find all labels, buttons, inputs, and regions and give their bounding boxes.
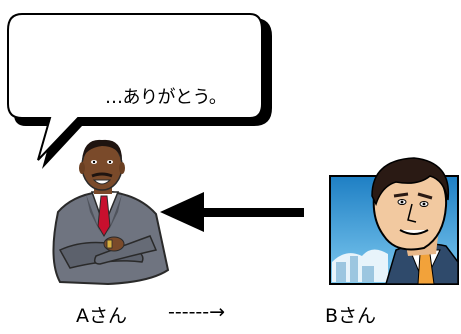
label-connector-arrow: ------→ (168, 301, 226, 323)
label-person-a: Aさん (76, 305, 127, 327)
speech-text: …ありがとう。 (105, 87, 227, 108)
label-person-b: Bさん (325, 305, 377, 327)
